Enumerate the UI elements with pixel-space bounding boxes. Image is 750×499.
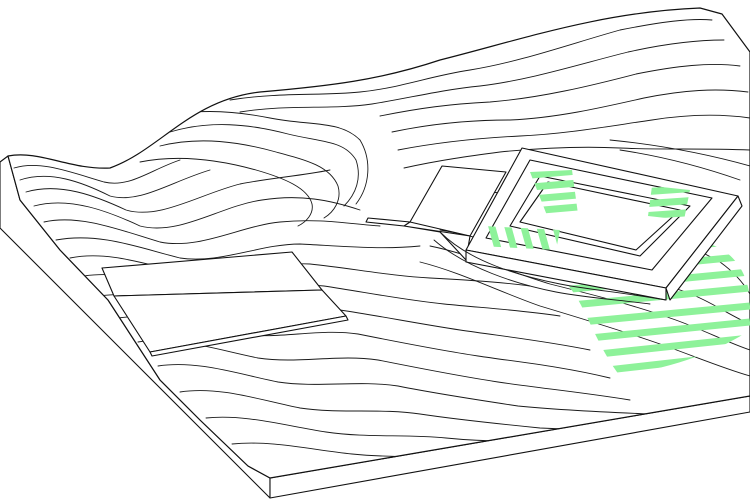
- ramp-top: [409, 165, 507, 237]
- contour-line: [379, 63, 741, 117]
- contour-line: [239, 39, 725, 113]
- contour-line: [149, 111, 369, 205]
- contour-line: [13, 159, 181, 184]
- terrace-edge: [149, 315, 349, 357]
- contour-line: [169, 124, 359, 207]
- retaining-wall-line: [439, 231, 667, 301]
- retaining-wall-line: [433, 239, 651, 305]
- contour-line: [609, 139, 750, 181]
- terrain-surface: [7, 7, 750, 479]
- contour-line: [229, 19, 713, 101]
- contour-line: [43, 219, 381, 245]
- contour-line: [139, 157, 313, 227]
- contour-line: [403, 146, 750, 169]
- contour-line: [391, 89, 749, 133]
- contour-line: [397, 114, 750, 151]
- contour-line: [19, 169, 211, 199]
- contour-line: [33, 197, 361, 229]
- contour-line: [157, 364, 651, 415]
- lower-terraces: [101, 251, 349, 357]
- contour-line: [55, 237, 421, 260]
- contour-line: [159, 140, 340, 219]
- contour-line: [25, 169, 331, 213]
- platform-right-face: [665, 195, 743, 301]
- contour-line: [137, 340, 631, 401]
